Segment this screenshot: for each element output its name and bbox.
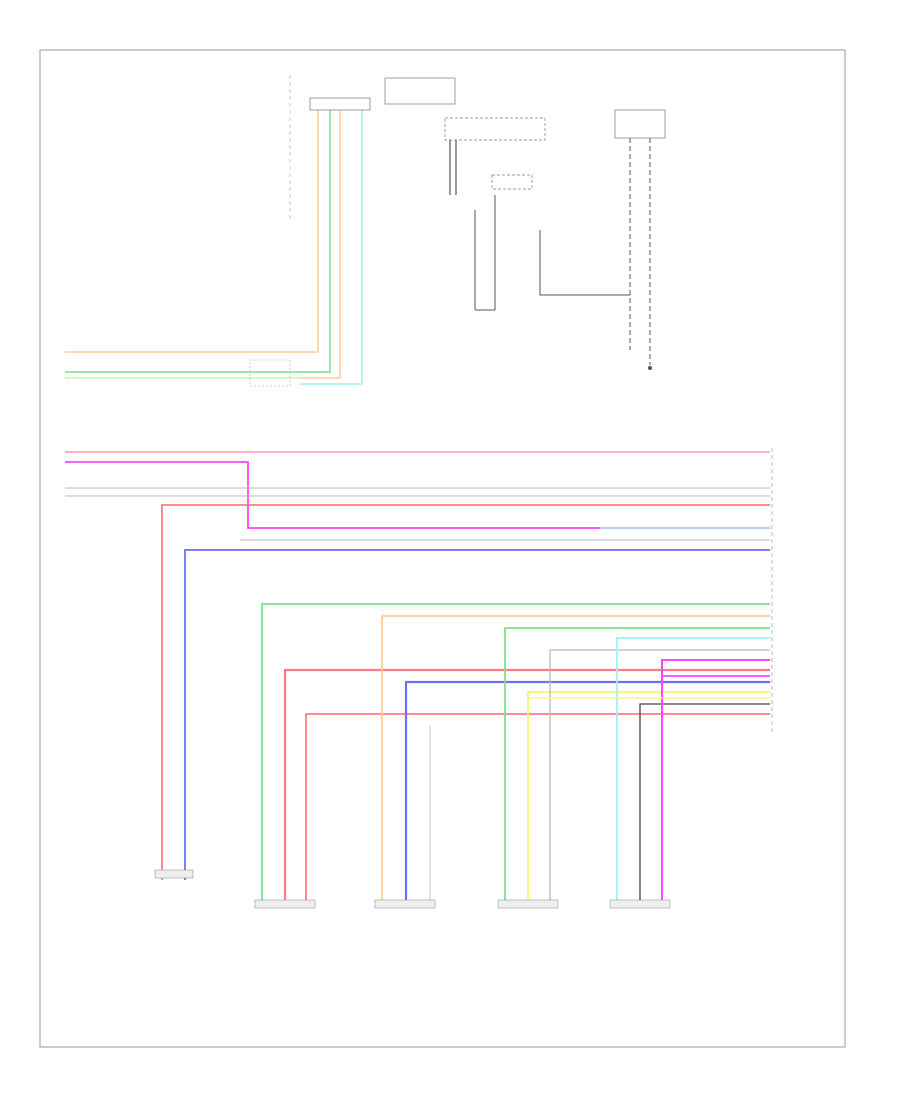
sensor-4-connector [497, 899, 559, 909]
wire-magenta-bus [65, 461, 770, 529]
sensor-2-connector [254, 899, 316, 909]
relay-box [444, 117, 546, 141]
sensor-box-top-right [614, 109, 666, 139]
wire-green-s2 [261, 603, 770, 905]
wire-blue-s3 [404, 680, 770, 905]
wire-orange-s3 [381, 615, 770, 905]
wire-red-s2b [305, 713, 770, 905]
wire-yellow-s4 [527, 691, 770, 905]
small-box [491, 174, 533, 190]
wire-cyan-top [300, 108, 363, 385]
wire-green-top [65, 108, 331, 373]
diagram-frame [39, 49, 846, 1048]
wire-right-c [539, 230, 630, 296]
wire-orange-2-top [300, 108, 341, 379]
middle-bus [65, 451, 770, 880]
wire-green-s4 [504, 627, 770, 905]
wire-cyan-s5 [616, 637, 770, 905]
wire-red-bus [161, 504, 770, 880]
wire-magenta-s5 [661, 659, 770, 905]
connector-block-top [309, 97, 371, 111]
wire-black-s5 [639, 703, 770, 905]
sensor-5-connector [609, 899, 671, 909]
wire-blue-bus [184, 549, 770, 880]
wire-gray-s4 [549, 649, 770, 905]
junction-connector-left [249, 359, 291, 387]
wire-orange-top [65, 110, 319, 353]
sensor-connectors [154, 869, 671, 909]
top-section [65, 75, 666, 387]
sensor-1-connector [154, 869, 194, 879]
sensor-wires [261, 603, 770, 905]
ignition-box [384, 77, 456, 105]
ground-point [648, 366, 652, 370]
wire-red-s2 [283, 668, 770, 905]
sensor-3-connector [374, 899, 436, 909]
